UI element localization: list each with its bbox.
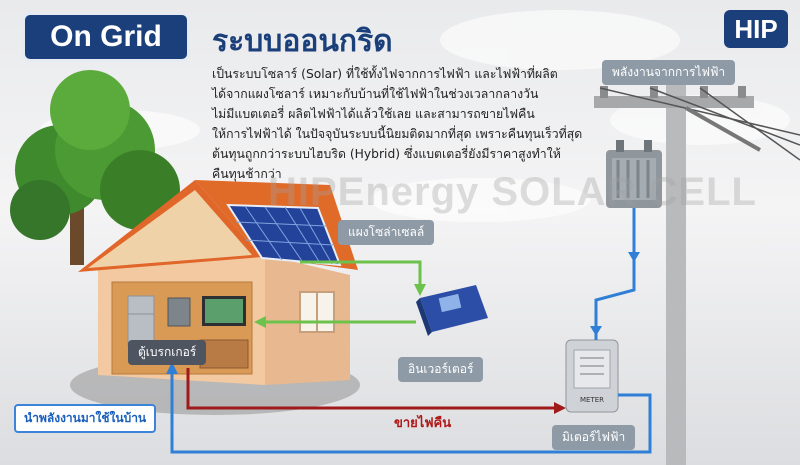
on-grid-badge: On Grid [22,12,190,62]
description-line: ต้นทุนถูกกว่าระบบไฮบริด (Hybrid) ซึ่งแบต… [212,147,561,161]
inverter-device [416,285,488,336]
tree [10,70,180,265]
blue-arrow-3 [166,362,178,374]
house [78,180,358,385]
description-line: ให้การไฟฟ้าได้ ในปัจจุบันระบบนี้นิยมติดม… [212,127,583,141]
sell-back-label: ขายไฟคืน [394,416,452,431]
red-arrow [554,402,566,414]
green-flow-lines [260,260,422,324]
page-title: ระบบออนกริด [212,24,393,59]
blue-flow-lines [170,208,652,454]
blue-arrow-2 [590,326,602,336]
red-flow-line [186,368,560,410]
transformer [606,140,662,208]
home-use-label: นำพลังงานมาใช้ในบ้าน [14,404,157,433]
description: เป็นระบบโซลาร์ (Solar) ที่ใช้ทั้งไฟจากกา… [212,64,583,184]
solar-panel-label: แผงโซล่าเซลล์ [338,220,435,245]
watermark: HIPEnergy SOLAR CELL [268,170,757,214]
green-arrow-left [254,316,266,328]
inverter-label: อินเวอร์เตอร์ [398,357,484,382]
breaker-label: ตู้เบรกเกอร์ [128,340,207,365]
green-arrow-down [414,284,426,296]
description-line: เป็นระบบโซลาร์ (Solar) ที่ใช้ทั้งไฟจากกา… [212,67,558,81]
blue-arrow-1 [628,252,640,262]
utility-pole [594,70,800,465]
meter-text: METER [580,396,604,404]
description-line: คืนทุนช้ากว่า [212,167,282,181]
grid-label: พลังงานจากการไฟฟ้า [602,60,736,85]
brand-logo: HIP [724,10,788,48]
description-line: ไม่มีแบตเตอรี่ ผลิตไฟฟ้าได้แล้วใช้เลย แล… [212,107,535,121]
description-line: ได้จากแผงโซลาร์ เหมาะกับบ้านที่ใช้ไฟฟ้าใ… [212,87,539,101]
meter-box: METER [565,339,619,413]
meter-label: มิเตอร์ไฟฟ้า [552,425,636,450]
